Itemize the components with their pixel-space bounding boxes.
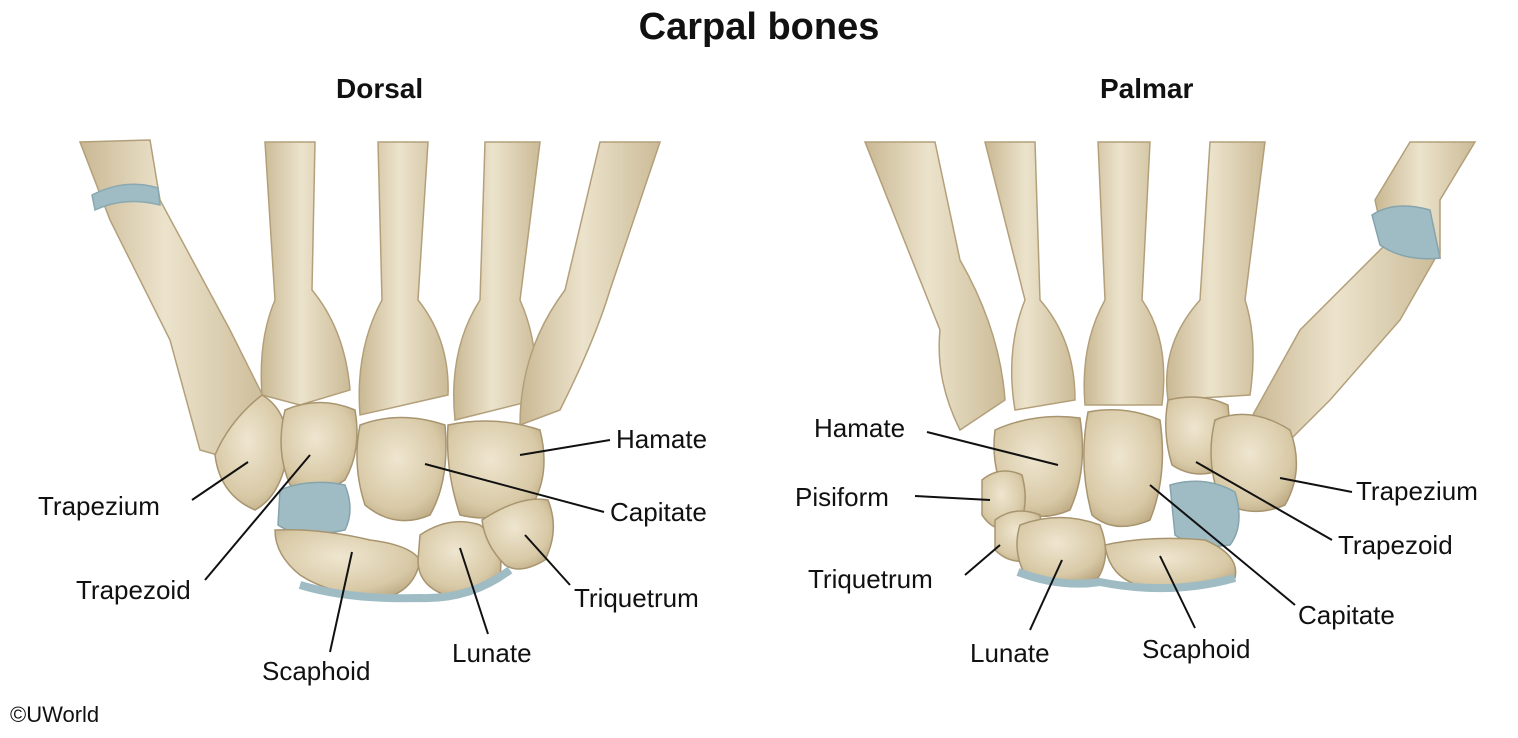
- label-palmar-capitate: Capitate: [1298, 600, 1395, 630]
- dorsal-trapezoid-bone: [280, 401, 358, 493]
- label-palmar-pisiform: Pisiform: [795, 482, 889, 512]
- palmar-radius-cartilage-edge: [1016, 568, 1237, 593]
- label-palmar-scaphoid: Scaphoid: [1142, 634, 1251, 664]
- leader-dorsal-capitate: [424, 463, 605, 513]
- palmar-hand-bones: [863, 141, 1477, 441]
- palmar-metacarpal-3: [1083, 141, 1165, 406]
- label-dorsal-lunate: Lunate: [452, 638, 532, 668]
- palmar-metacarpal-5: [863, 141, 1006, 432]
- dorsal-thumb-cartilage: [91, 183, 161, 212]
- leader-dorsal-trapezium: [191, 461, 249, 501]
- palmar-scaphoid-cartilage: [1169, 480, 1240, 547]
- label-dorsal-trapezium: Trapezium: [38, 491, 160, 521]
- leader-palmar-triquetrum: [964, 544, 1001, 576]
- dorsal-scaphoid-bone: [274, 528, 421, 599]
- label-palmar-hamate: Hamate: [814, 413, 906, 443]
- copyright-credit: ©UWorld: [10, 702, 100, 727]
- dorsal-metacarpal-2: [260, 141, 351, 406]
- leader-palmar-hamate: [926, 431, 1059, 466]
- dorsal-radius-cartilage-edge: [298, 566, 513, 603]
- palmar-capitate-bone: [1083, 409, 1164, 528]
- dorsal-metacarpal-5: [519, 141, 662, 427]
- label-palmar-lunate: Lunate: [970, 638, 1050, 668]
- leader-palmar-trapezium: [1279, 477, 1353, 493]
- palmar-thumb-metacarpal: [1248, 239, 1442, 441]
- leader-palmar-pisiform: [914, 495, 991, 501]
- leader-palmar-scaphoid: [1159, 555, 1196, 629]
- dorsal-scaphoid-cartilage: [277, 481, 351, 535]
- palmar-carpal-bones: [981, 396, 1298, 593]
- leader-palmar-trapezoid: [1195, 461, 1333, 541]
- palmar-view-heading: Palmar: [1100, 73, 1194, 104]
- palmar-metacarpal-2: [1165, 141, 1266, 401]
- label-palmar-triquetrum: Triquetrum: [808, 564, 933, 594]
- dorsal-metacarpal-3: [358, 141, 449, 416]
- leader-palmar-capitate: [1149, 484, 1296, 606]
- dorsal-hand-bones: [78, 139, 662, 461]
- label-palmar-trapezium: Trapezium: [1356, 476, 1478, 506]
- palmar-thumb-cartilage: [1371, 205, 1441, 260]
- label-dorsal-hamate: Hamate: [616, 424, 708, 454]
- figure-title: Carpal bones: [638, 6, 880, 48]
- leader-dorsal-triquetrum: [524, 534, 571, 586]
- dorsal-view-heading: Dorsal: [336, 73, 424, 104]
- dorsal-metacarpal-4: [453, 141, 541, 421]
- palmar-leader-lines: [914, 431, 1353, 631]
- leader-dorsal-trapezoid: [204, 454, 311, 581]
- label-dorsal-scaphoid: Scaphoid: [262, 656, 371, 686]
- dorsal-capitate-bone: [356, 416, 447, 522]
- label-dorsal-capitate: Capitate: [610, 497, 707, 527]
- label-dorsal-triquetrum: Triquetrum: [574, 583, 699, 613]
- label-palmar-trapezoid: Trapezoid: [1338, 530, 1453, 560]
- leader-palmar-lunate: [1029, 559, 1063, 631]
- dorsal-triquetrum-bone: [481, 498, 554, 570]
- dorsal-leader-lines: [191, 439, 611, 653]
- palmar-lunate-bone: [1016, 516, 1107, 584]
- dorsal-carpal-bones: [214, 394, 554, 603]
- leader-dorsal-hamate: [519, 439, 611, 456]
- leader-dorsal-scaphoid: [329, 551, 353, 653]
- label-dorsal-trapezoid: Trapezoid: [76, 575, 191, 605]
- palmar-trapezium-bone: [1210, 413, 1298, 513]
- palmar-metacarpal-4: [984, 141, 1076, 411]
- leader-dorsal-lunate: [459, 547, 489, 635]
